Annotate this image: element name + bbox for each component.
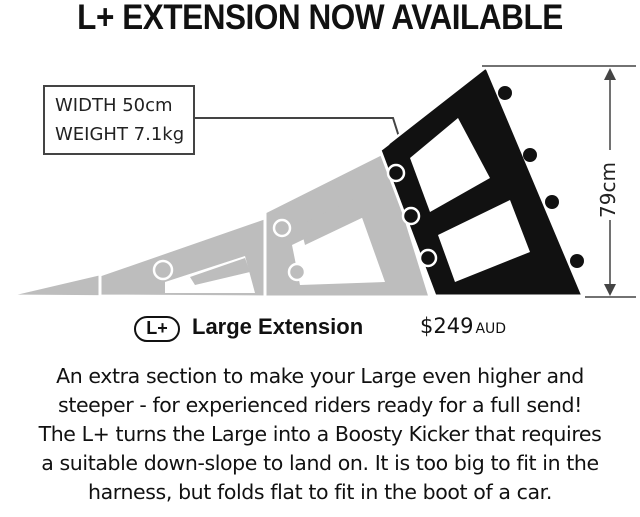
extension-section bbox=[378, 65, 586, 298]
description-line: An extra section to make your Large even… bbox=[56, 364, 584, 388]
ramp-illustration bbox=[4, 65, 636, 299]
description-line: steeper - for experienced riders ready f… bbox=[58, 393, 582, 417]
price-value: $249 bbox=[420, 314, 474, 338]
spec-width: WIDTH 50cm bbox=[55, 95, 173, 116]
product-name: Large Extension bbox=[192, 314, 364, 339]
price-currency: AUD bbox=[475, 321, 507, 337]
spec-weight: WEIGHT 7.1kg bbox=[55, 124, 185, 145]
description: An extra section to make your Large even… bbox=[0, 362, 640, 507]
description-line: harness, but folds flat to fit in the bo… bbox=[88, 480, 552, 504]
lplus-badge-icon: L+ bbox=[134, 316, 180, 342]
description-line: a suitable down-slope to land on. It is … bbox=[41, 451, 599, 475]
spec-box: WIDTH 50cm WEIGHT 7.1kg bbox=[43, 85, 195, 155]
description-line: The L+ turns the Large into a Boosty Kic… bbox=[38, 422, 602, 446]
headline: L+ EXTENSION NOW AVAILABLE bbox=[77, 0, 563, 37]
height-label: 79cm bbox=[596, 162, 620, 218]
